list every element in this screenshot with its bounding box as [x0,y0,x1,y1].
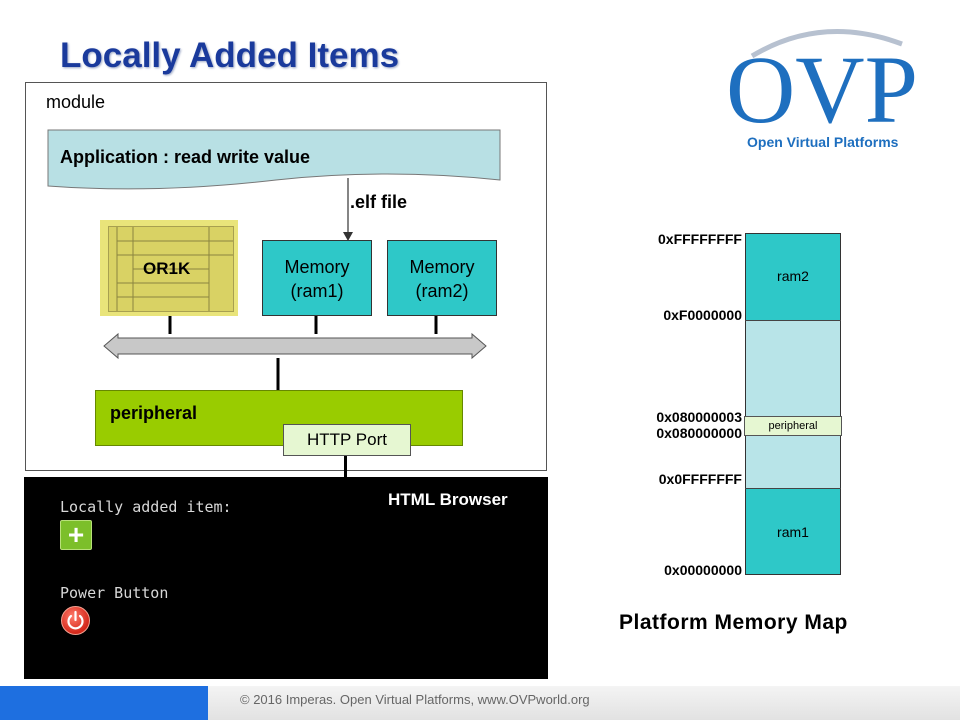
address-peripheral-start: 0x080000000 [656,425,742,441]
memory-map-divider [745,488,841,489]
browser-title: HTML Browser [388,490,508,509]
memory-map-ram1: ram1 [777,524,809,540]
html-browser-panel [24,477,548,679]
power-button-label: Power Button [60,584,169,602]
address-ram2-start: 0xF0000000 [663,307,742,323]
footer-background [208,686,960,720]
address-bottom: 0x00000000 [664,562,742,578]
ovp-logo: OVP [726,29,918,143]
memory-map-gap-upper [746,320,840,416]
http-port-block: HTTP Port [283,424,411,456]
memory-map-title: Platform Memory Map [619,611,848,634]
memory-ram1-block: Memory (ram1) [262,240,372,316]
processor-grid [116,227,233,311]
memory-ram1-line1: Memory [284,257,350,277]
elf-arrow [343,178,353,241]
module-label: module [46,92,106,112]
footer-accent-bar [0,686,208,720]
add-item-button[interactable]: + [60,520,92,550]
slide-title: Locally Added Items [60,36,400,75]
logo-letters: OVP [726,36,918,143]
system-bus [103,316,487,390]
application-banner [47,129,501,190]
address-peripheral-end: 0x080000003 [656,409,742,425]
memory-ram2-line1: Memory [409,257,475,277]
http-connector [344,456,347,478]
processor-core [108,226,234,312]
power-icon [67,610,84,630]
memory-map-ram2: ram2 [777,268,809,284]
memory-map-peripheral: peripheral [744,416,842,436]
local-item-label: Locally added item: [60,498,232,516]
elf-file-label: .elf file [350,192,408,212]
peripheral-label: peripheral [110,403,198,423]
memory-ram2-line2: (ram2) [415,281,469,301]
address-top: 0xFFFFFFFF [658,231,742,247]
memory-ram2-block: Memory (ram2) [387,240,497,316]
memory-ram1-line2: (ram1) [290,281,344,301]
memory-map-gap-lower [746,436,840,488]
power-button[interactable] [61,606,90,635]
memory-map-divider [745,320,841,321]
processor-label: OR1K [143,259,191,278]
application-label: Application : read write value [60,147,311,167]
footer-copyright: © 2016 Imperas. Open Virtual Platforms, … [240,692,590,707]
address-ram1-end: 0x0FFFFFFF [658,471,742,487]
logo-subtitle: Open Virtual Platforms [747,134,899,150]
